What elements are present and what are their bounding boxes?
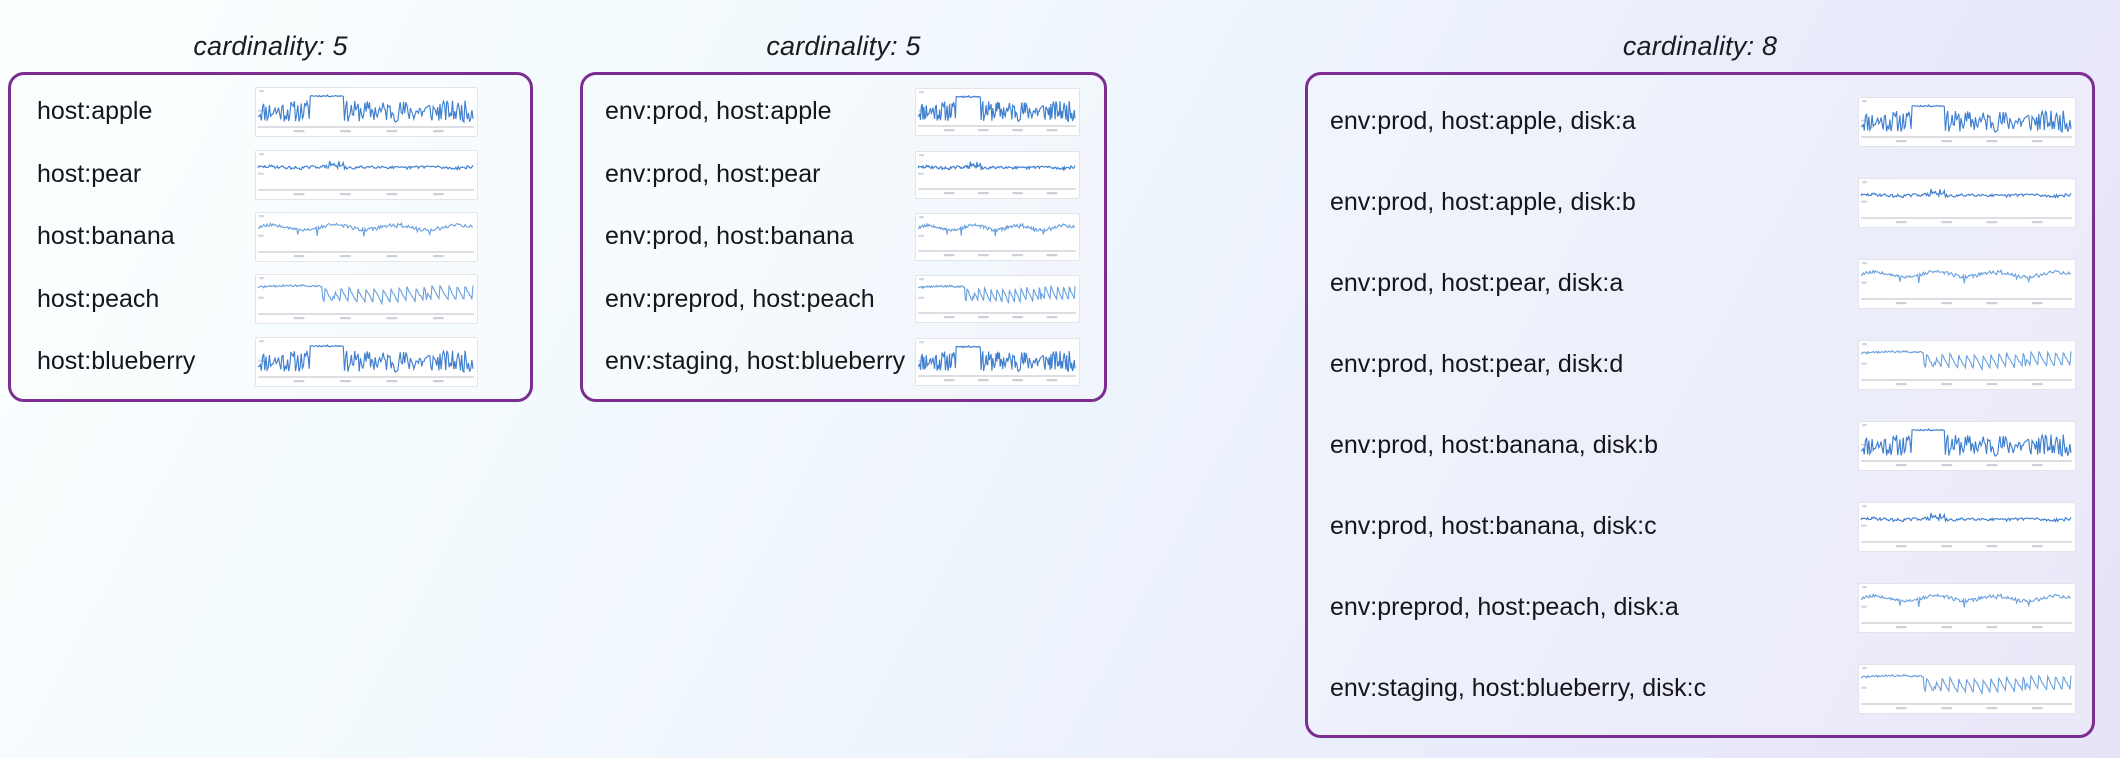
panel-2-rows: env:prod, host:apple env:prod, host:pear… <box>583 75 1104 399</box>
series-label: env:prod, host:pear, disk:a <box>1330 268 1624 297</box>
list-item[interactable]: host:pear <box>37 149 512 200</box>
panel-1-title: cardinality: 5 <box>193 31 348 61</box>
sparkline-chart <box>915 275 1080 324</box>
sparkline-chart <box>255 336 478 387</box>
list-item[interactable]: env:prod, host:banana, disk:b <box>1330 420 2076 471</box>
sparkline-chart <box>1858 582 2076 633</box>
list-item[interactable]: env:prod, host:pear, disk:a <box>1330 258 2076 309</box>
series-label: host:apple <box>37 97 153 126</box>
list-item[interactable]: env:prod, host:banana <box>605 212 1088 261</box>
series-label: env:preprod, host:peach, disk:a <box>1330 592 1679 621</box>
list-item[interactable]: host:banana <box>37 211 512 262</box>
sparkline-chart <box>255 211 478 262</box>
series-label: env:prod, host:banana <box>605 222 854 251</box>
cardinality-panel-2: cardinality: 5 env:prod, host:apple env:… <box>580 31 1107 402</box>
sparkline-chart <box>915 88 1080 137</box>
sparkline-chart <box>255 274 478 325</box>
sparkline-chart <box>1858 96 2076 147</box>
series-label: host:banana <box>37 222 175 251</box>
sparkline-chart <box>1858 177 2076 228</box>
series-label: host:pear <box>37 159 142 188</box>
sparkline-chart <box>1858 339 2076 390</box>
series-label: env:prod, host:apple, disk:a <box>1330 106 1636 135</box>
list-item[interactable]: env:staging, host:blueberry <box>605 337 1088 386</box>
list-item[interactable]: host:apple <box>37 87 512 138</box>
panel-3-title: cardinality: 8 <box>1622 31 1778 61</box>
series-label: env:staging, host:blueberry, disk:c <box>1330 673 1707 702</box>
sparkline-chart <box>915 150 1080 199</box>
list-item[interactable]: env:staging, host:blueberry, disk:c <box>1330 663 2076 714</box>
list-item[interactable]: env:prod, host:apple, disk:b <box>1330 177 2076 228</box>
sparkline-chart <box>1858 501 2076 552</box>
sparkline-chart <box>915 337 1080 386</box>
list-item[interactable]: env:preprod, host:peach, disk:a <box>1330 582 2076 633</box>
series-label: env:preprod, host:peach <box>605 284 875 313</box>
sparkline-chart <box>255 149 478 200</box>
list-item[interactable]: env:prod, host:apple, disk:a <box>1330 96 2076 147</box>
list-item[interactable]: env:prod, host:pear <box>605 150 1088 199</box>
series-label: env:prod, host:apple <box>605 97 832 126</box>
sparkline-chart <box>1858 258 2076 309</box>
cardinality-panel-1: cardinality: 5 host:apple host:pear host… <box>8 31 533 402</box>
series-label: env:prod, host:banana, disk:c <box>1330 511 1657 540</box>
sparkline-chart <box>1858 663 2076 714</box>
list-item[interactable]: host:blueberry <box>37 336 512 387</box>
series-label: host:blueberry <box>37 347 196 375</box>
panel-2-title: cardinality: 5 <box>766 31 921 61</box>
list-item[interactable]: host:peach <box>37 274 512 325</box>
series-label: host:peach <box>37 284 160 313</box>
list-item[interactable]: env:prod, host:apple <box>605 88 1088 137</box>
list-item[interactable]: env:prod, host:pear, disk:d <box>1330 339 2076 390</box>
panel-1-rows: host:apple host:pear host:banana host:pe… <box>11 75 530 399</box>
list-item[interactable]: env:preprod, host:peach <box>605 275 1088 324</box>
series-label: env:prod, host:apple, disk:b <box>1330 187 1636 216</box>
series-label: env:prod, host:pear, disk:d <box>1330 349 1624 378</box>
series-label: env:staging, host:blueberry <box>605 347 906 375</box>
cardinality-panel-3: cardinality: 8 env:prod, host:apple, dis… <box>1305 31 2095 738</box>
sparkline-chart <box>915 212 1080 261</box>
sparkline-chart <box>255 87 478 138</box>
list-item[interactable]: env:prod, host:banana, disk:c <box>1330 501 2076 552</box>
panel-3-rows: env:prod, host:apple, disk:a env:prod, h… <box>1308 75 2092 735</box>
series-label: env:prod, host:banana, disk:b <box>1330 430 1659 459</box>
series-label: env:prod, host:pear <box>605 159 821 188</box>
sparkline-chart <box>1858 420 2076 471</box>
